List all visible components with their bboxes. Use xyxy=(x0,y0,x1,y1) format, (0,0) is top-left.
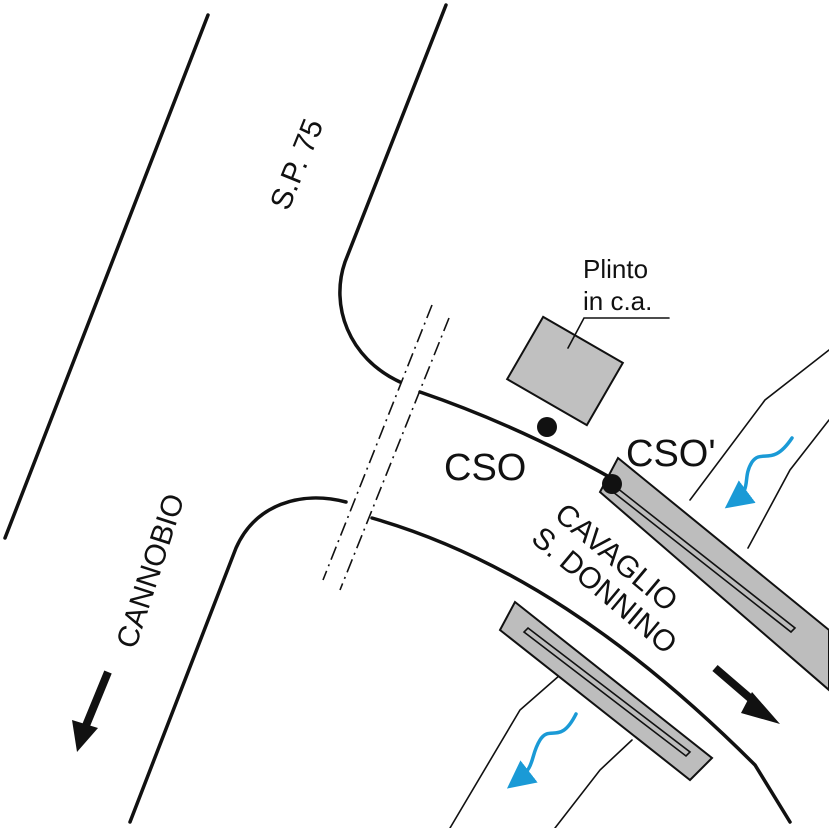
destination-label-cannobio: CANNOBIO xyxy=(111,490,192,652)
road-label-sp75: S.P. 75 xyxy=(264,114,330,214)
bridge-south xyxy=(498,600,714,782)
plinth-square xyxy=(505,315,625,427)
plinth-leader-line xyxy=(567,317,670,349)
arrow-icon-cavaglio xyxy=(712,664,780,724)
cso-prime-label: CSO' xyxy=(626,433,716,475)
water-flow-arrow-icon-lower xyxy=(506,712,578,789)
cso-label: CSO xyxy=(444,447,526,489)
boundary-line-1 xyxy=(322,304,433,581)
stream-channels xyxy=(449,349,829,828)
sp75-right-edge-north xyxy=(338,3,448,384)
sp75-right-edge-south xyxy=(128,496,348,824)
arrow-icon-cannobio xyxy=(72,670,112,752)
boundary-line-2 xyxy=(339,317,450,591)
branch-road-south-edge xyxy=(370,516,792,824)
cso-dot-icon xyxy=(537,417,557,437)
plinth-label-line1: Plinto xyxy=(583,254,648,284)
water-flow-arrow-icon-upper xyxy=(724,436,794,509)
cso-prime-dot-icon xyxy=(602,474,622,494)
sp75-left-edge xyxy=(3,13,210,540)
plinth-label-line2: in c.a. xyxy=(583,286,652,316)
